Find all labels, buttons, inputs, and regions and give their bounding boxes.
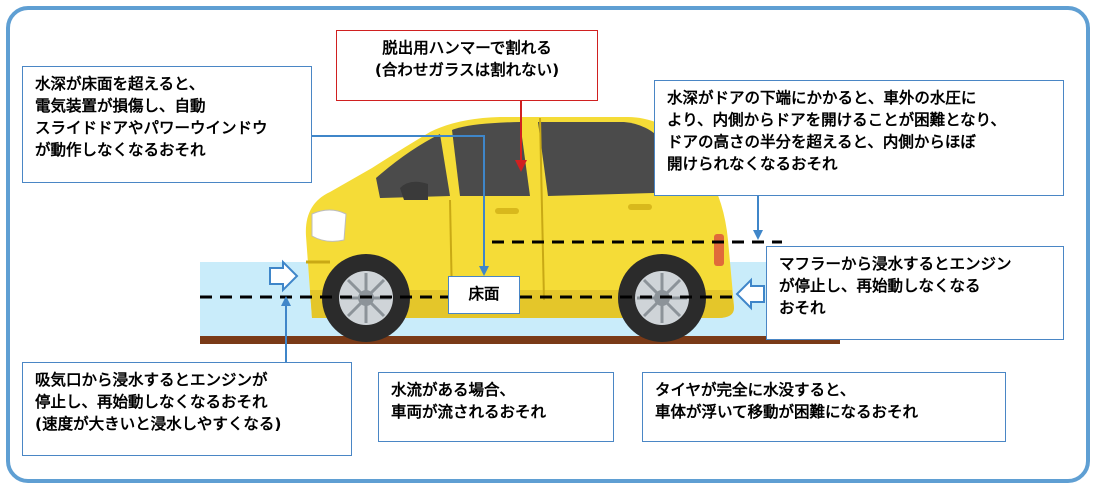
hammer-arrow [515, 160, 527, 172]
hollow-arrow-right-icon [269, 259, 299, 293]
windshield [376, 134, 450, 198]
door-handle-front [495, 208, 519, 214]
rear-side-window [538, 122, 690, 196]
muffler-line: が停止し、再始動しなくなる [779, 277, 981, 295]
floor-water-line: スライドドアやパワーウインドウ [35, 119, 268, 137]
tire-label-box: タイヤが完全に水没すると、 車体が浮いて移動が困難になるおそれ [642, 372, 1006, 442]
side-mirror [400, 181, 428, 200]
connector-floor [312, 135, 485, 272]
muffler-line: マフラーから浸水するとエンジン [779, 255, 1012, 273]
muffler-line: おそれ [779, 299, 826, 317]
hammer-label-line: (合わせガラスは割れない) [374, 61, 560, 79]
floor-label: 床面 [468, 285, 500, 303]
door-water-line: より、内側からドアを開けることが困難となり、 [667, 111, 1006, 129]
front-side-window [452, 122, 530, 196]
door-water-line: ドアの高さの半分を超えると、内側からほぼ [667, 133, 976, 151]
hammer-label-line: 脱出用ハンマーで割れる [382, 39, 552, 57]
door-handle-rear [628, 204, 652, 210]
intake-line: 停止し、再始動しなくなるおそれ [35, 393, 268, 411]
tire-line: 車体が浮いて移動が困難になるおそれ [655, 403, 919, 421]
door-water-line: 開けられなくなるおそれ [667, 155, 838, 173]
ground [200, 336, 840, 344]
floor-label-box: 床面 [448, 276, 520, 314]
hammer-label-box: 脱出用ハンマーで割れる (合わせガラスは割れない) [336, 30, 598, 101]
taillight [714, 234, 724, 266]
current-label-box: 水流がある場合、 車両が流されるおそれ [378, 372, 614, 442]
floor-water-label-box: 水深が床面を超えると、 電気装置が損傷し、自動 スライドドアやパワーウインドウ … [22, 66, 312, 183]
muffler-label-box: マフラーから浸水するとエンジン が停止し、再始動しなくなる おそれ [766, 246, 1064, 340]
intake-line: (速度が大きいと浸水しやすくなる) [35, 415, 282, 433]
door-water-line: 水深がドアの下端にかかると、車外の水圧に [667, 89, 977, 107]
current-line: 車両が流されるおそれ [391, 403, 547, 421]
tire-line: タイヤが完全に水没すると、 [655, 381, 856, 399]
hollow-arrow-left-icon [735, 277, 765, 311]
door-line-slide [539, 117, 545, 301]
intake-label-box: 吸気口から浸水するとエンジンが 停止し、再始動しなくなるおそれ (速度が大きいと… [22, 362, 352, 456]
intake-line: 吸気口から浸水するとエンジンが [35, 371, 268, 389]
current-line: 水流がある場合、 [391, 381, 516, 399]
headlight [311, 209, 347, 242]
floor-water-line: が動作しなくなるおそれ [35, 141, 206, 159]
floor-water-line: 電気装置が損傷し、自動 [35, 97, 206, 115]
door-water-label-box: 水深がドアの下端にかかると、車外の水圧に より、内側からドアを開けることが困難と… [654, 80, 1064, 196]
floor-water-line: 水深が床面を超えると、 [35, 75, 205, 93]
